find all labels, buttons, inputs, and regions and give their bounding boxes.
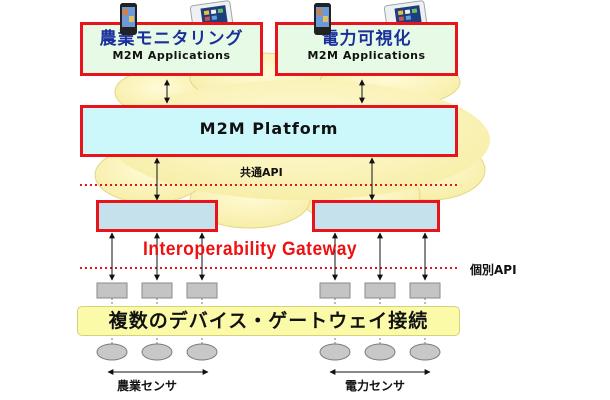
device-bar-label: 複数のデバイス・ゲートウェイ接続 <box>108 310 429 332</box>
m2m-platform-box: M2M Platform <box>80 105 458 157</box>
individual-api-label: 個別API <box>470 263 517 277</box>
sensor <box>364 343 396 361</box>
sensor <box>409 343 441 361</box>
device-gateway-connection-bar: 複数のデバイス・ゲートウェイ接続 <box>77 306 460 336</box>
common-api-label: 共通API <box>240 166 283 179</box>
device-module <box>96 282 128 299</box>
app-box-power-visualization: 電力可視化 M2M Applications <box>275 22 458 76</box>
device-module <box>364 282 396 299</box>
app-subtitle: M2M Applications <box>307 49 426 62</box>
device-module <box>319 282 351 299</box>
agri-sensor-label: 農業センサ <box>117 379 178 393</box>
device-module <box>186 282 218 299</box>
gateway-device-arrows <box>109 232 428 281</box>
app-subtitle: M2M Applications <box>112 49 231 62</box>
app-title: 電力可視化 <box>321 29 412 49</box>
interoperability-gateway-label: Interoperability Gateway <box>143 239 358 260</box>
platform-label: M2M Platform <box>199 119 339 138</box>
device-module <box>141 282 173 299</box>
gateway-box-agri <box>96 200 218 232</box>
sensor <box>319 343 351 361</box>
gateway-box-power <box>312 200 440 232</box>
sensor <box>96 343 128 361</box>
app-box-agri-monitoring: 農業モニタリング M2M Applications <box>80 22 263 76</box>
device-modules <box>96 282 441 299</box>
sensors <box>96 343 441 361</box>
app-title: 農業モニタリング <box>99 29 244 49</box>
sensor <box>186 343 218 361</box>
power-sensor-label: 電力センサ <box>345 379 406 393</box>
sensor <box>141 343 173 361</box>
device-module <box>409 282 441 299</box>
